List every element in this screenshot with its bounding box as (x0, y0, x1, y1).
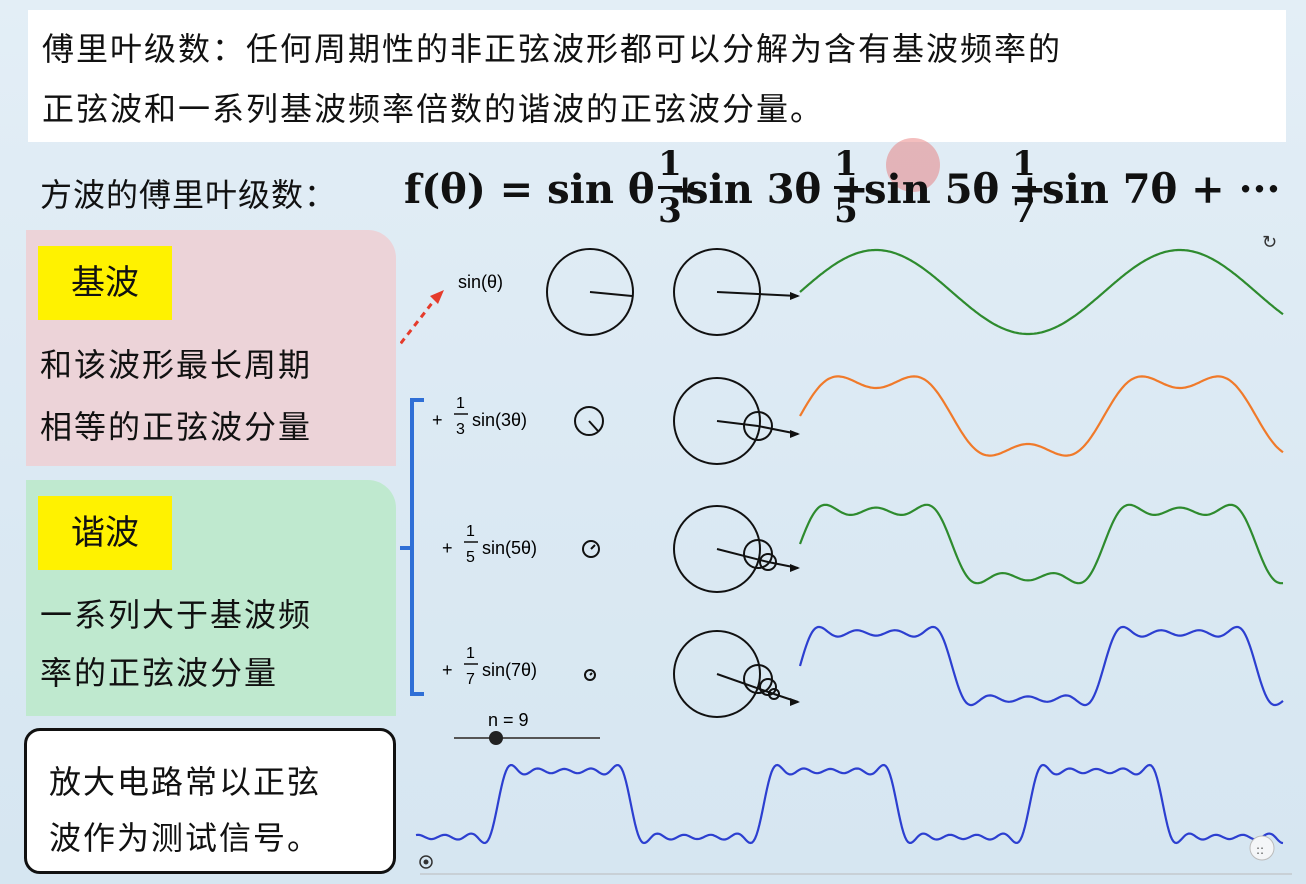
definition-line-1: 傅里叶级数：任何周期性的非正弦波形都可以分解为含有基波频率的 (42, 30, 1063, 68)
fraction-one-seventh: 1 7 (1012, 144, 1036, 231)
term-fn: sin(7θ) (482, 660, 537, 680)
term-plus: + (432, 410, 443, 430)
wave-seventh-harmonic-sum (798, 625, 1284, 707)
fundamental-desc-line-2: 相等的正弦波分量 (40, 408, 313, 446)
fraction-bar (658, 186, 682, 189)
fraction-one-third: 1 3 (658, 144, 682, 231)
term-num: 1 (466, 523, 475, 540)
fullscreen-icon[interactable]: :: (1249, 835, 1275, 861)
wave-third-harmonic-sum (799, 375, 1284, 457)
term-plus: + (442, 660, 453, 680)
term-label-fundamental: sin(θ) (458, 272, 503, 292)
fundamental-desc-line-1: 和该波形最长周期 (40, 346, 313, 384)
cumulative-phasor-3 (673, 505, 800, 593)
refresh-icon[interactable]: ↻ (1262, 232, 1278, 253)
fraction-numerator: 1 (658, 144, 682, 184)
fraction-bar (834, 186, 858, 189)
phasor-fundamental (546, 248, 634, 336)
fraction-denominator: 5 (834, 191, 858, 231)
slider-handle[interactable] (489, 731, 503, 745)
definition-line-2: 正弦波和一系列基波频率倍数的谐波的正弦波分量。 (42, 90, 825, 128)
term-den: 7 (466, 671, 475, 688)
phasor-third (574, 406, 604, 436)
slider-label: n = 9 (488, 710, 529, 730)
svg-text:::: :: (1256, 843, 1264, 857)
fundamental-tag: 基波 (38, 246, 172, 320)
cumulative-phasor-4 (673, 630, 800, 718)
formula-label: 方波的傅里叶级数： (40, 176, 338, 214)
formula-term-3: sin 3θ + (686, 166, 869, 213)
term-label-seventh: + 1 7 sin(7θ) (442, 645, 537, 688)
note-box: 放大电路常以正弦 波作为测试信号。 (24, 728, 396, 874)
term-fn: sin(3θ) (472, 410, 527, 430)
wave-fundamental (799, 248, 1284, 336)
formula-term-7: sin 7θ + ··· (1042, 166, 1281, 213)
phasor-seventh (584, 669, 596, 681)
formula-row: 方波的傅里叶级数： f(θ) = sin θ + 1 3 sin 3θ + 1 … (40, 144, 1290, 238)
phasor-fifth (582, 540, 600, 558)
definition-box: 傅里叶级数：任何周期性的非正弦波形都可以分解为含有基波频率的 正弦波和一系列基波… (28, 10, 1286, 142)
cumulative-phasor-2 (673, 377, 800, 465)
note-line-2: 波作为测试信号。 (49, 819, 322, 857)
term-fn: sin(5θ) (482, 538, 537, 558)
formula-lhs: f(θ) = sin θ + (404, 166, 702, 213)
fraction-numerator: 1 (834, 144, 858, 184)
harmonic-desc-line-2: 率的正弦波分量 (40, 654, 279, 692)
formula-term-5: sin 5θ + (864, 166, 1047, 213)
fundamental-arrow (400, 290, 444, 347)
fraction-numerator: 1 (1012, 144, 1036, 184)
term-num: 1 (456, 395, 465, 412)
harmonic-tag: 谐波 (38, 496, 172, 570)
fraction-denominator: 3 (658, 191, 682, 231)
presenter-pointer-dot (886, 138, 940, 192)
cumulative-phasor-1 (673, 248, 800, 336)
term-den: 5 (466, 549, 475, 566)
harmonic-desc-line-1: 一系列大于基波频 (40, 596, 313, 634)
play-pause-icon[interactable] (419, 855, 433, 869)
fourier-applet: sin(θ) + 1 3 sin(3θ) + 1 5 sin(5θ) + 1 7… (400, 248, 1292, 875)
wave-full-sum (415, 763, 1284, 845)
term-label-fifth: + 1 5 sin(5θ) (442, 523, 537, 566)
term-num: 1 (466, 645, 475, 662)
note-line-1: 放大电路常以正弦 (49, 763, 322, 801)
fraction-one-fifth: 1 5 (834, 144, 858, 231)
harmonic-panel: 谐波 一系列大于基波频 率的正弦波分量 (26, 480, 396, 716)
wave-fifth-harmonic-sum (798, 503, 1284, 585)
term-plus: + (442, 538, 453, 558)
term-den: 3 (456, 421, 465, 438)
fraction-denominator: 7 (1012, 191, 1036, 231)
fraction-bar (1012, 186, 1036, 189)
fundamental-panel: 基波 和该波形最长周期 相等的正弦波分量 (26, 230, 396, 466)
harmonic-bracket (400, 398, 424, 696)
term-label-third: + 1 3 sin(3θ) (432, 395, 527, 438)
